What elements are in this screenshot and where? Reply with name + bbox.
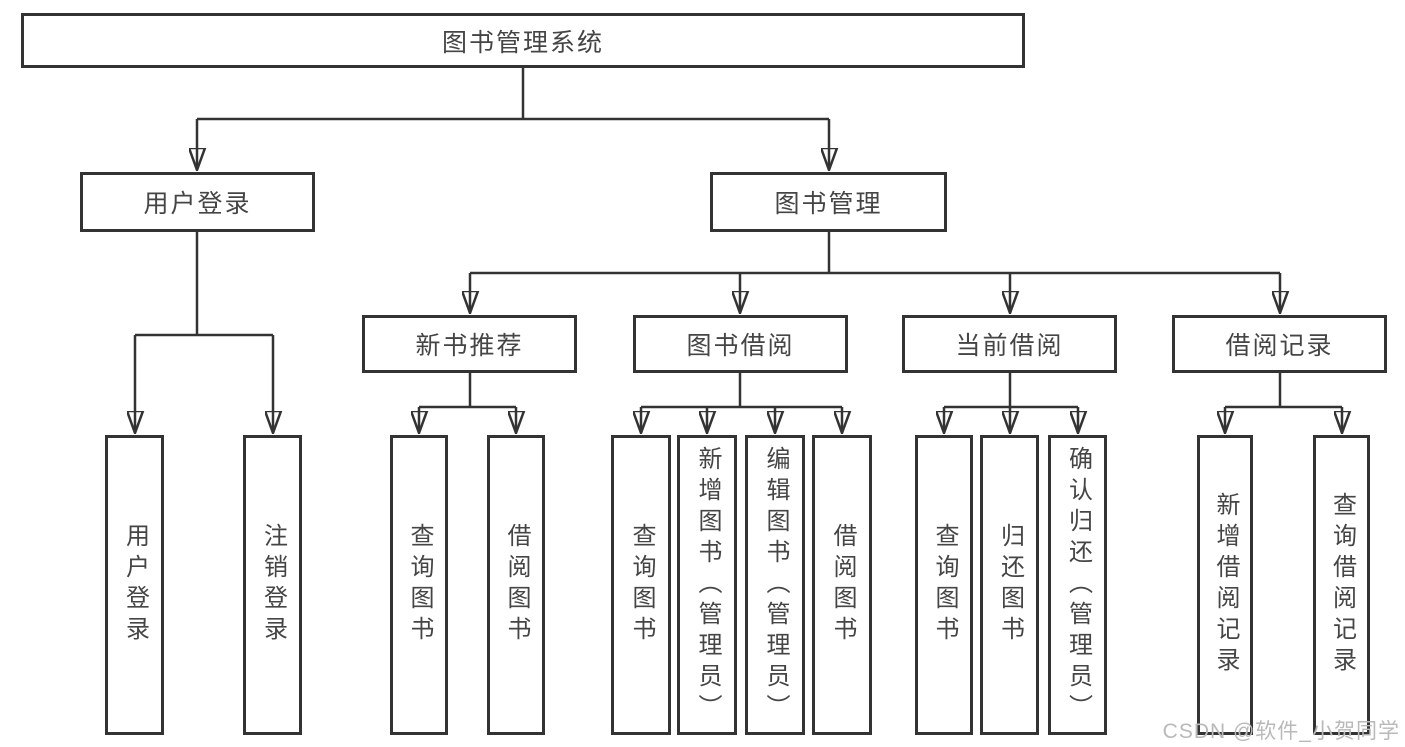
- leaf-label: 注销登录: [259, 523, 287, 647]
- leaf-label: 新增图书（管理员）: [694, 445, 721, 725]
- leaf-label: 用户登录: [121, 523, 149, 647]
- leaf-logout: 注销登录: [243, 435, 302, 735]
- leaf-label: 新增借阅记录: [1212, 492, 1239, 678]
- leaf-query-books-1: 查询图书: [390, 435, 448, 735]
- leaf-label: 编辑图书（管理员）: [762, 445, 789, 725]
- node-borrow-records: 借阅记录: [1172, 315, 1387, 373]
- leaf-label: 借阅图书: [829, 523, 856, 647]
- leaf-label: 确认归还（管理员）: [1064, 445, 1092, 725]
- leaf-user-login: 用户登录: [105, 435, 164, 735]
- leaf-add-book-admin: 新增图书（管理员）: [677, 435, 737, 735]
- node-library-system: 图书管理系统: [21, 13, 1025, 68]
- node-new-book-recommend: 新书推荐: [362, 315, 577, 373]
- leaf-confirm-return-admin: 确认归还（管理员）: [1048, 435, 1107, 735]
- leaf-label: 借阅图书: [503, 523, 530, 647]
- leaf-label: 查询借阅记录: [1328, 492, 1356, 678]
- leaf-query-books-2: 查询图书: [611, 435, 671, 735]
- leaf-borrow-books-2: 借阅图书: [812, 435, 872, 735]
- leaf-edit-book-admin: 编辑图书（管理员）: [745, 435, 805, 735]
- node-book-management: 图书管理: [710, 172, 947, 232]
- leaf-return-books: 归还图书: [980, 435, 1039, 735]
- leaf-query-books-3: 查询图书: [915, 435, 973, 735]
- leaf-label: 查询图书: [406, 523, 433, 647]
- node-user-login: 用户登录: [80, 172, 315, 232]
- leaf-label: 查询图书: [628, 523, 655, 647]
- node-book-borrow: 图书借阅: [633, 315, 848, 373]
- leaf-add-borrow-record: 新增借阅记录: [1197, 435, 1253, 735]
- leaf-borrow-books-1: 借阅图书: [487, 435, 545, 735]
- leaf-label: 查询图书: [931, 523, 958, 647]
- csdn-watermark: CSDN @软件_小贺同学: [1162, 720, 1400, 743]
- leaf-query-borrow-record: 查询借阅记录: [1313, 435, 1370, 735]
- leaf-label: 归还图书: [996, 523, 1024, 647]
- node-current-borrow: 当前借阅: [902, 315, 1117, 373]
